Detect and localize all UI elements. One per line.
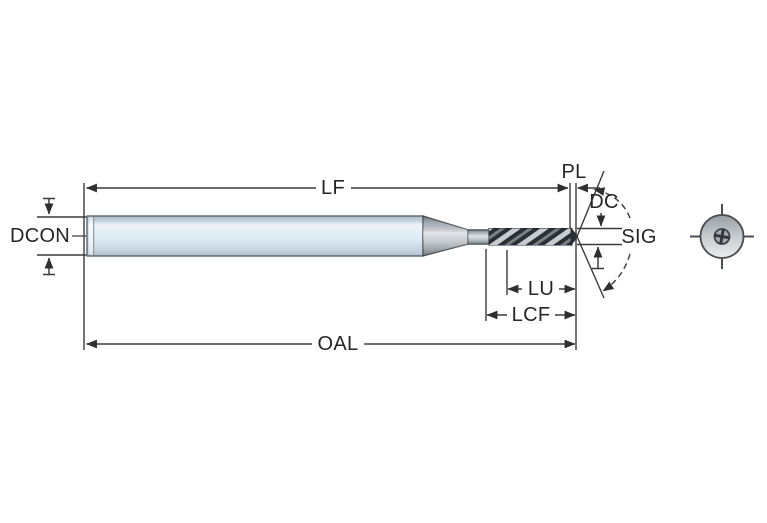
label-sig: SIG [621, 226, 657, 248]
sig-arc-upper [593, 187, 631, 219]
end-view-cross-bar-v [719, 228, 725, 245]
drill-body [86, 215, 579, 257]
drill-point [570, 227, 579, 247]
dimension-lines [43, 183, 606, 349]
label-lu: LU [526, 278, 556, 300]
label-dcon: DCON [9, 225, 71, 247]
sig-arc-lower [602, 253, 631, 292]
flute-spiral-highlights [489, 228, 572, 245]
point-angle-line-lower [576, 236, 605, 299]
end-view-flute-cross [714, 228, 730, 245]
shank-shading [87, 216, 423, 256]
shank-end-face [87, 216, 95, 256]
label-oal: OAL [316, 333, 360, 355]
extension-lines [37, 183, 622, 350]
label-lcf: LCF [510, 304, 552, 326]
end-view [690, 204, 754, 269]
neck-shading [468, 229, 492, 245]
point-angle-line-upper [576, 170, 605, 237]
label-dc: DC [589, 191, 619, 213]
label-pl: PL [561, 161, 587, 183]
point-angle-lines [576, 170, 605, 299]
taper-cone-shading [423, 216, 470, 256]
label-lf: LF [320, 177, 346, 199]
